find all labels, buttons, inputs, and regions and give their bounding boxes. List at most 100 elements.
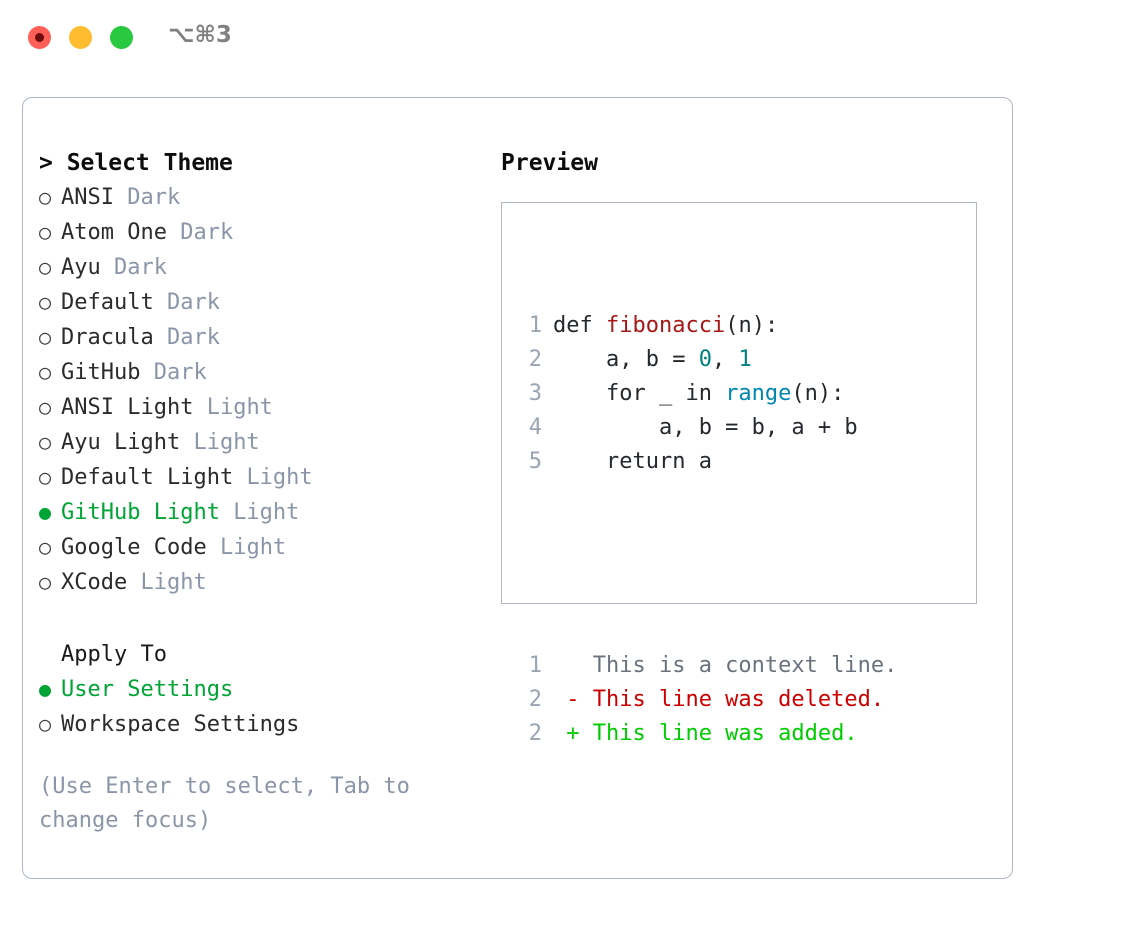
- code-text: def fibonacci(n):: [553, 309, 778, 343]
- code-token-fn: fibonacci: [605, 313, 726, 338]
- code-line: 1 def fibonacci(n):: [516, 309, 897, 343]
- theme-name: Google Code: [61, 535, 220, 560]
- title-bar: ⌥⌘3: [0, 0, 1140, 78]
- theme-option-github[interactable]: ○GitHub Dark: [39, 355, 489, 390]
- radio-unselected-icon: ○: [39, 535, 52, 559]
- theme-option-ansi[interactable]: ○ANSI Dark: [39, 180, 489, 215]
- theme-option-atom-one[interactable]: ○Atom One Dark: [39, 215, 489, 250]
- theme-name: Default: [61, 290, 167, 315]
- theme-variant-label: Dark: [166, 290, 220, 315]
- line-number: 2: [528, 687, 542, 712]
- code-text: return a: [553, 445, 712, 479]
- theme-option-default[interactable]: ○ Default Dark: [39, 285, 489, 320]
- diff-line-add: 2 + This line was added.: [516, 717, 897, 751]
- theme-option-ansi-light[interactable]: ○ANSI Light Light: [39, 390, 489, 425]
- theme-option-ayu-light[interactable]: ○ Ayu Light Light: [39, 425, 489, 460]
- radio-unselected-icon: ○: [39, 220, 52, 244]
- code-token-plain: (n):: [725, 313, 779, 338]
- code-line: 5 return a: [516, 445, 897, 479]
- diff-line-del: 2 - This line was deleted.: [516, 683, 897, 717]
- theme-variant-label: Light: [193, 430, 260, 455]
- diff-lines: 1 This is a context line.2 - This line w…: [516, 649, 898, 751]
- theme-name: Ayu Light: [61, 430, 194, 455]
- theme-name: XCode: [61, 570, 141, 595]
- theme-option-dracula[interactable]: ○Dracula Dark: [39, 320, 489, 355]
- line-number: 2: [528, 347, 542, 372]
- theme-variant-label: Dark: [113, 255, 167, 280]
- theme-option-default-light[interactable]: ○ Default Light Light: [39, 460, 489, 495]
- apply-to-header: Apply To: [61, 642, 167, 667]
- line-number: 4: [528, 415, 542, 440]
- code-token-plain: def: [553, 313, 606, 338]
- code-line: 3 for _ in range(n):: [516, 377, 897, 411]
- radio-unselected-icon: ○: [39, 185, 52, 209]
- preview-title: Preview: [501, 150, 598, 176]
- code-line: 4 a, b = b, a + b: [516, 411, 897, 445]
- radio-unselected-icon: ○: [39, 465, 52, 489]
- theme-picker-column: > Select Theme ○ANSI Dark○Atom One Dark○…: [39, 146, 489, 838]
- theme-name: ANSI: [61, 185, 128, 210]
- code-token-plain: a, b = b, a + b: [553, 415, 858, 440]
- code-token-plain: a, b =: [553, 347, 699, 372]
- radio-unselected-icon: ○: [39, 570, 52, 594]
- theme-option-xcode[interactable]: ○XCode Light: [39, 565, 489, 600]
- close-button[interactable]: [28, 26, 51, 49]
- diff-text: This is a context line.: [553, 653, 898, 678]
- apply-to-option-workspace-settings[interactable]: ○ Workspace Settings: [39, 707, 489, 742]
- code-token-plain: return a: [553, 449, 712, 474]
- maximize-button[interactable]: [110, 26, 133, 49]
- code-line: 2 a, b = 0, 1: [516, 343, 897, 377]
- theme-name: Default Light: [61, 465, 247, 490]
- theme-option-google-code[interactable]: ○ Google Code Light: [39, 530, 489, 565]
- theme-list: ○ANSI Dark○Atom One Dark○Ayu Dark○Defaul…: [39, 180, 489, 600]
- code-text: a, b = 0, 1: [553, 343, 752, 377]
- theme-option-github-light[interactable]: ●GitHub Light Light: [39, 495, 489, 530]
- theme-variant-label: Light: [246, 465, 313, 490]
- traffic-lights: [28, 26, 133, 49]
- line-number: 1: [528, 313, 542, 338]
- line-number: 5: [528, 449, 542, 474]
- theme-name: GitHub Light: [61, 500, 234, 525]
- theme-name: Dracula: [61, 325, 167, 350]
- apply-to-label: User Settings: [61, 677, 234, 702]
- apply-to-option-user-settings[interactable]: ● User Settings: [39, 672, 489, 707]
- spacer: [39, 600, 489, 638]
- apply-to-list: ● User Settings ○ Workspace Settings: [39, 672, 489, 742]
- code-token-plain: for _ in: [553, 381, 726, 406]
- minimize-button[interactable]: [69, 26, 92, 49]
- select-theme-header: > Select Theme: [39, 150, 233, 176]
- radio-unselected-icon: ○: [39, 325, 52, 349]
- theme-name: GitHub: [61, 360, 154, 385]
- theme-variant-label: Dark: [153, 360, 207, 385]
- theme-variant-label: Light: [206, 395, 273, 420]
- diff-text: - This line was deleted.: [553, 687, 885, 712]
- radio-unselected-icon: ○: [39, 255, 52, 279]
- theme-option-ayu[interactable]: ○Ayu Dark: [39, 250, 489, 285]
- keyboard-shortcut-label: ⌥⌘3: [168, 22, 232, 48]
- code-text: a, b = b, a + b: [553, 411, 858, 445]
- radio-selected-icon: ●: [39, 500, 52, 524]
- radio-selected-icon: ●: [39, 677, 52, 701]
- line-number: 3: [528, 381, 542, 406]
- code-token-kw: range: [725, 381, 792, 406]
- diff-text: + This line was added.: [553, 721, 858, 746]
- code-token-plain: (n):: [791, 381, 845, 406]
- code-text: for _ in range(n):: [553, 377, 844, 411]
- code-token-num: 1: [738, 347, 752, 372]
- code-token-num: 0: [698, 347, 712, 372]
- line-number: 2: [528, 721, 542, 746]
- diff-line-ctx: 1 This is a context line.: [516, 649, 898, 683]
- main-panel: > Select Theme ○ANSI Dark○Atom One Dark○…: [22, 97, 1013, 879]
- radio-unselected-icon: ○: [39, 712, 52, 736]
- line-number: 1: [528, 653, 542, 678]
- radio-unselected-icon: ○: [39, 430, 52, 454]
- radio-unselected-icon: ○: [39, 395, 52, 419]
- apply-to-label: Workspace Settings: [61, 712, 300, 737]
- theme-variant-label: Light: [219, 535, 287, 560]
- radio-unselected-icon: ○: [39, 290, 52, 314]
